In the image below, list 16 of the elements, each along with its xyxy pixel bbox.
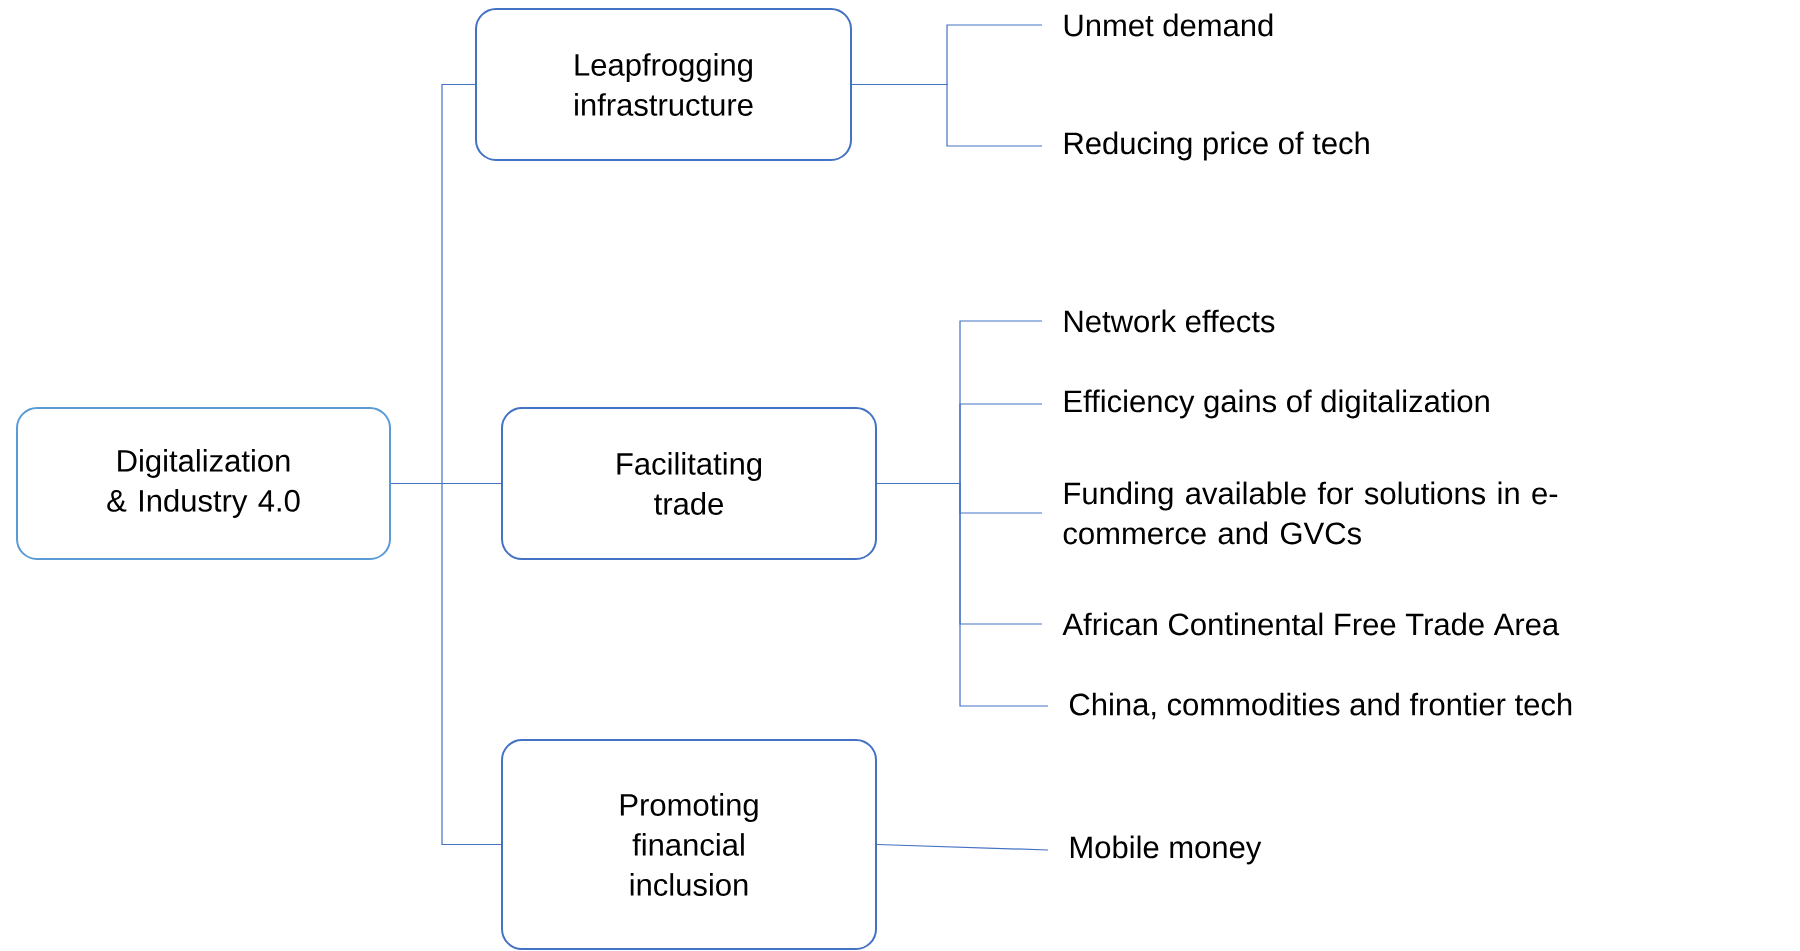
item-text: China, commodities and frontier tech [1070, 692, 1572, 720]
item-text: Mobile money [1070, 835, 1262, 865]
item-text: Funding available for solutions in e-commerce and GVCs [1063, 481, 1558, 545]
connector-line [390, 482, 502, 846]
connector-line [876, 482, 1049, 707]
item-text: Efficiency gains of digitalization [1064, 389, 1489, 419]
connector-line [851, 83, 1043, 147]
process-box: Facilitating trade [501, 407, 877, 560]
connector-line [876, 843, 1049, 851]
item-text: Reducing price of tech [1064, 131, 1369, 161]
item-text: African Continental Free Trade Area [1062, 612, 1560, 636]
item-text: Unmet demand [1064, 13, 1273, 37]
process-box: Promoting financial inclusion [501, 739, 877, 950]
item-text: Network effects [1064, 309, 1275, 333]
process-box: Digitalization & Industry 4.0 [16, 407, 391, 560]
process-box: Leapfrogging infrastructure [475, 8, 852, 161]
